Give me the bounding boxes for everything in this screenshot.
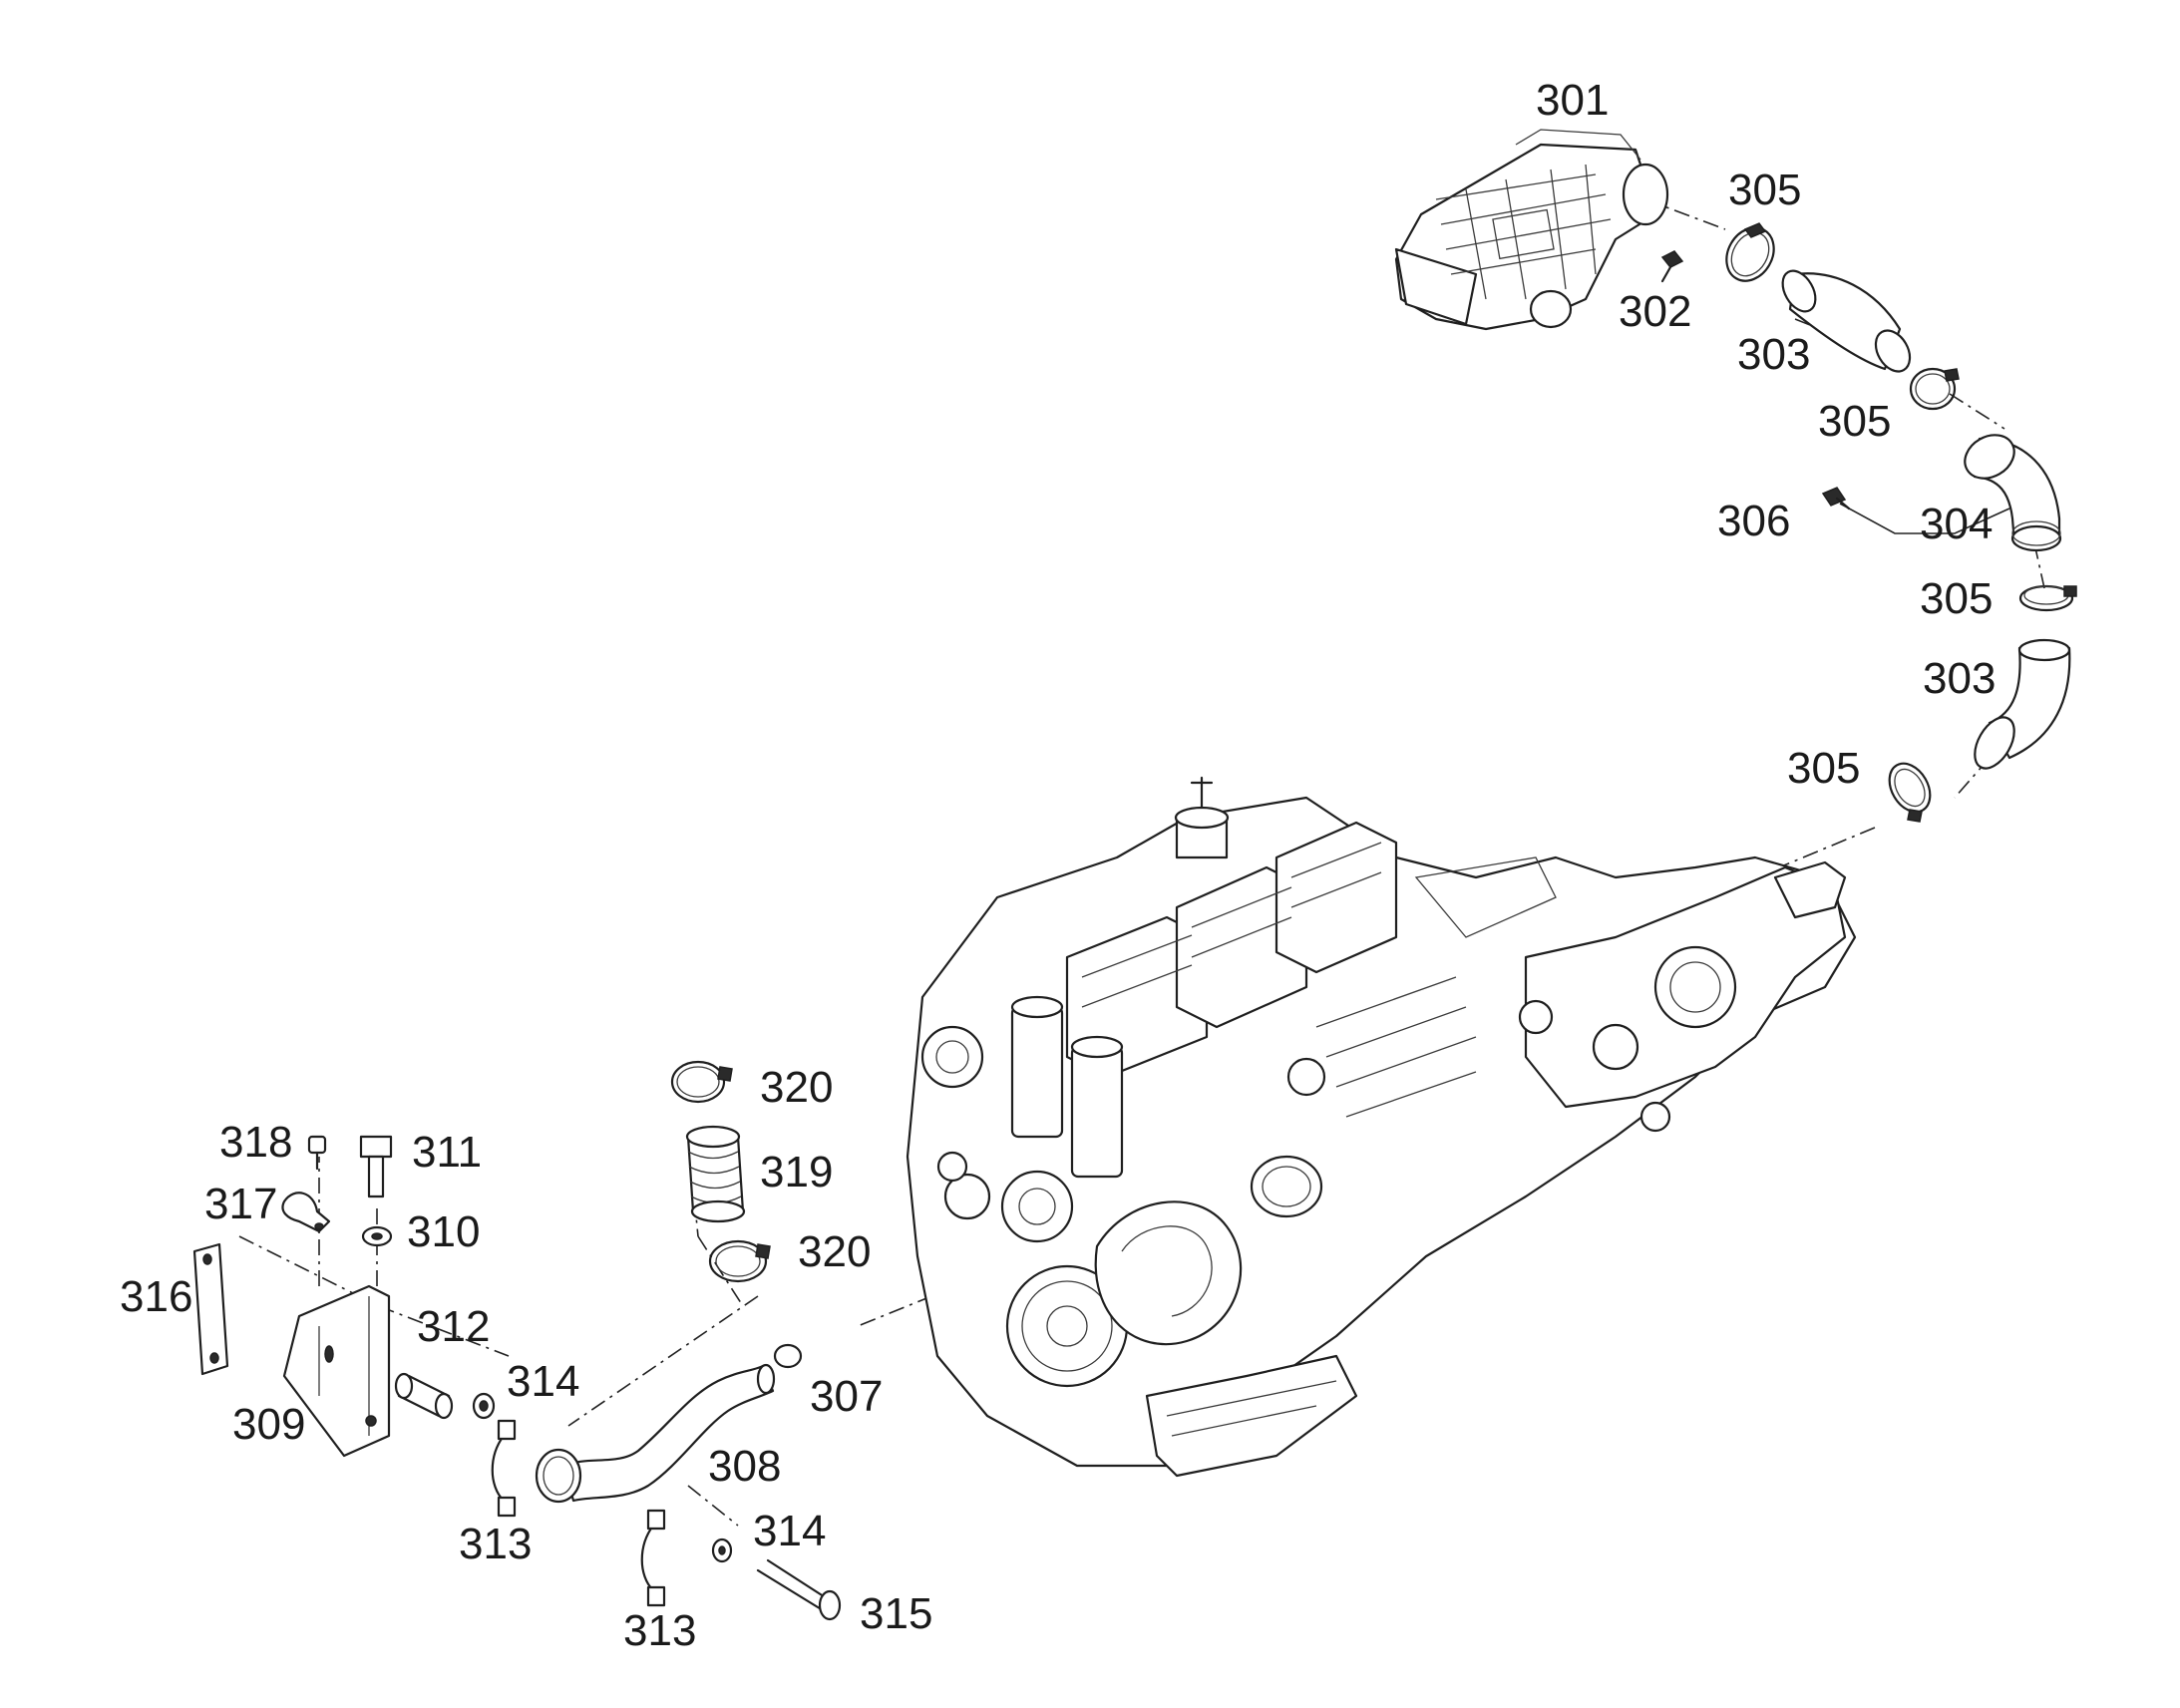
screw-302	[1660, 250, 1684, 283]
callout-309: 309	[232, 1400, 305, 1449]
callout-316: 316	[120, 1272, 192, 1321]
callout-312: 312	[417, 1302, 490, 1351]
bolt-311	[359, 1135, 393, 1198]
callout-305-d: 305	[1787, 744, 1860, 793]
callout-311: 311	[412, 1128, 482, 1177]
elbow-304	[1964, 434, 2062, 552]
callout-304: 304	[1920, 500, 1993, 548]
clip-317	[281, 1192, 331, 1233]
callout-313-a: 313	[459, 1520, 532, 1568]
hose-clamp-320-a	[670, 1060, 733, 1104]
hose-clamp-305-c	[2018, 584, 2077, 612]
callout-305-c: 305	[1920, 574, 1993, 623]
bellows-319	[685, 1125, 746, 1223]
bar-316	[192, 1242, 229, 1376]
callout-313-b: 313	[623, 1606, 696, 1655]
spacer-312	[394, 1372, 454, 1420]
hose-clamp-305-d	[1888, 762, 1932, 823]
callout-314-a: 314	[507, 1357, 579, 1406]
o-ring-307	[773, 1343, 803, 1369]
pipe-308	[535, 1363, 776, 1504]
washer-314-a	[472, 1392, 496, 1420]
air-cleaner-301	[1394, 129, 1669, 331]
callout-303-b: 303	[1923, 654, 1996, 703]
callout-318: 318	[219, 1118, 292, 1167]
washer-310	[361, 1225, 393, 1247]
air-hose-303-a	[1781, 269, 1912, 373]
callout-301: 301	[1536, 76, 1609, 125]
callout-320-a: 320	[760, 1063, 833, 1112]
washer-314-b	[711, 1537, 733, 1563]
engine-assembly	[906, 776, 1857, 1478]
callout-303-a: 303	[1737, 330, 1810, 379]
strap-313-a	[491, 1419, 517, 1518]
callout-labels: 301 305 302 303 305 306 304 305 303 305 …	[120, 76, 1996, 1655]
fitting-306	[1821, 487, 1851, 511]
hose-clamp-305-a	[1725, 222, 1775, 282]
callout-317: 317	[204, 1180, 277, 1228]
callout-302: 302	[1619, 287, 1691, 336]
callout-320-b: 320	[798, 1227, 871, 1276]
callout-308: 308	[708, 1442, 781, 1491]
callout-305-b: 305	[1818, 397, 1891, 446]
callout-306: 306	[1717, 497, 1790, 545]
callout-310: 310	[407, 1207, 480, 1256]
bracket-309	[282, 1284, 391, 1458]
callout-315: 315	[860, 1589, 932, 1638]
callout-305-a: 305	[1728, 166, 1801, 214]
callout-307: 307	[810, 1372, 883, 1421]
air-hose-303-b	[1974, 638, 2071, 770]
hose-clamp-305-b	[1909, 367, 1960, 411]
callout-319: 319	[760, 1148, 833, 1196]
bolt-318	[307, 1135, 327, 1171]
strap-313-b	[640, 1509, 666, 1607]
callout-314-b: 314	[753, 1507, 826, 1555]
hose-clamp-320-b	[708, 1239, 771, 1283]
bolt-315	[756, 1558, 842, 1621]
